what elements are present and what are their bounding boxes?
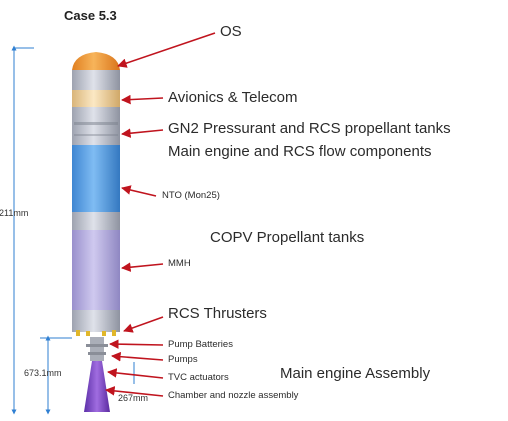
tvc-label: TVC actuators (168, 372, 229, 383)
rcs-thruster-marks (76, 330, 116, 336)
mmh-arrow (121, 262, 164, 272)
avionics-label: Avionics & Telecom (168, 89, 298, 106)
upper-bay-shape (72, 70, 120, 90)
pump-batteries-arrow (109, 339, 164, 349)
os-arrow (117, 32, 216, 68)
interstage-shape (72, 212, 120, 230)
gn2-detail-line (74, 134, 118, 136)
total-height-label: 211mm (0, 208, 29, 218)
gn2-section-shape (72, 107, 120, 145)
engine-ring (88, 352, 106, 355)
rcs-label: RCS Thrusters (168, 305, 267, 322)
main-engine-label: Main engine Assembly (280, 365, 431, 382)
nto-tank-shape (72, 145, 120, 212)
nozzle-shape (84, 361, 110, 412)
case-title: Case 5.3 (64, 8, 117, 23)
avionics-arrow (121, 94, 164, 105)
engine-plumbing-shape (90, 337, 104, 361)
callout-arrows (105, 32, 216, 397)
pump-batteries-label: Pump Batteries (168, 339, 233, 350)
gn2-arrow (121, 128, 164, 138)
gn2-label-line2: Main engine and RCS flow components (168, 143, 432, 160)
mmh-label: MMH (168, 258, 191, 269)
engine-height-label: 673.1mm (24, 368, 62, 378)
rocket-body (72, 52, 120, 412)
os-label: OS (220, 23, 242, 40)
engine-ring (86, 344, 108, 347)
tvc-arrow (107, 368, 164, 379)
avionics-band-shape (72, 90, 120, 107)
aft-section-shape (72, 310, 120, 332)
mmh-tank-shape (72, 230, 120, 310)
gn2-label-line1: GN2 Pressurant and RCS propellant tanks (168, 120, 451, 137)
gn2-detail-line (74, 122, 118, 125)
pumps-arrow (111, 351, 164, 362)
copv-label: COPV Propellant tanks (210, 229, 365, 246)
nto-label: NTO (Mon25) (162, 190, 220, 201)
pumps-label: Pumps (168, 354, 198, 365)
chamber-label: Chamber and nozzle assembly (168, 390, 299, 401)
chamber-arrow (105, 386, 164, 397)
diameter-label: 267mm (118, 393, 149, 403)
dimension-lines (11, 45, 135, 415)
nosecone-shape (72, 52, 120, 70)
nto-arrow (121, 185, 157, 197)
rcs-arrow (123, 316, 164, 333)
